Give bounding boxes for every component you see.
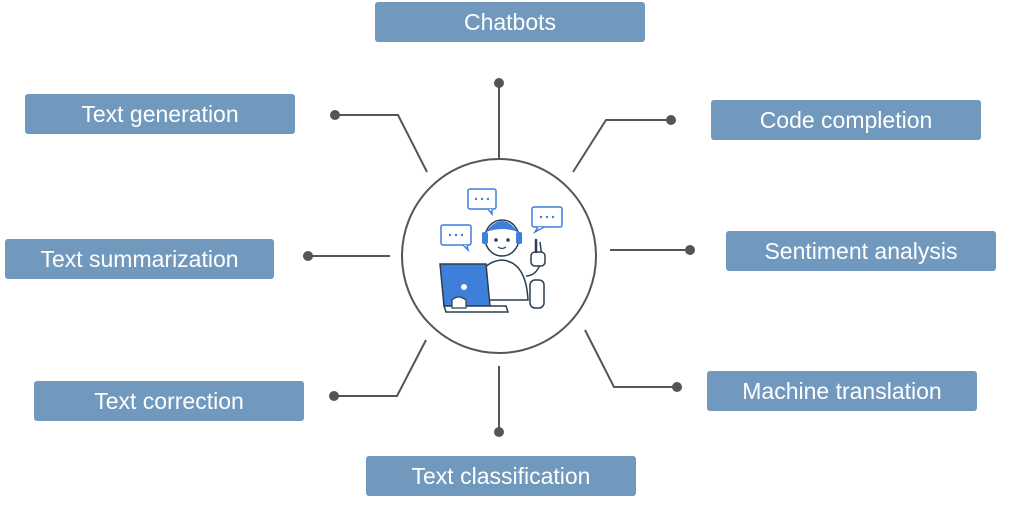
label-machine-translation: Machine translation [707, 371, 977, 411]
label-machine-translation-text: Machine translation [742, 377, 942, 404]
connector-dot-text-correction [329, 391, 339, 401]
connector-dot-text-summarization [303, 251, 313, 261]
label-text-summarization: Text summarization [5, 239, 274, 279]
label-code-completion-text: Code completion [759, 106, 933, 133]
connector-dot-sentiment-analysis [685, 245, 695, 255]
connector-dot-text-generation [330, 110, 340, 120]
connector-text-generation [335, 114, 428, 173]
connector-text-correction [334, 339, 427, 397]
label-chatbots: Chatbots [375, 2, 645, 42]
label-text-classification: Text classification [366, 456, 636, 496]
connector-code-completion [572, 119, 671, 173]
speech-bubble-icon [440, 224, 472, 253]
label-text-correction: Text correction [34, 381, 304, 421]
label-sentiment-analysis-text: Sentiment analysis [764, 237, 958, 264]
connector-dot-code-completion [666, 115, 676, 125]
speech-bubble-icon [467, 188, 497, 217]
label-chatbots-text: Chatbots [463, 8, 557, 35]
label-text-summarization-text: Text summarization [40, 245, 239, 272]
connector-dot-machine-translation [672, 382, 682, 392]
connector-dot-chatbots [494, 78, 504, 88]
connector-dot-text-classification [494, 427, 504, 437]
label-text-generation-text: Text generation [81, 100, 239, 127]
label-text-generation: Text generation [25, 94, 295, 134]
label-code-completion: Code completion [711, 100, 981, 140]
connector-machine-translation [584, 329, 677, 388]
speech-bubble-icon [531, 206, 563, 235]
robot-with-laptop-icon [439, 188, 563, 313]
label-sentiment-analysis: Sentiment analysis [726, 231, 996, 271]
label-text-correction-text: Text correction [94, 387, 244, 414]
label-text-classification-text: Text classification [411, 462, 591, 489]
